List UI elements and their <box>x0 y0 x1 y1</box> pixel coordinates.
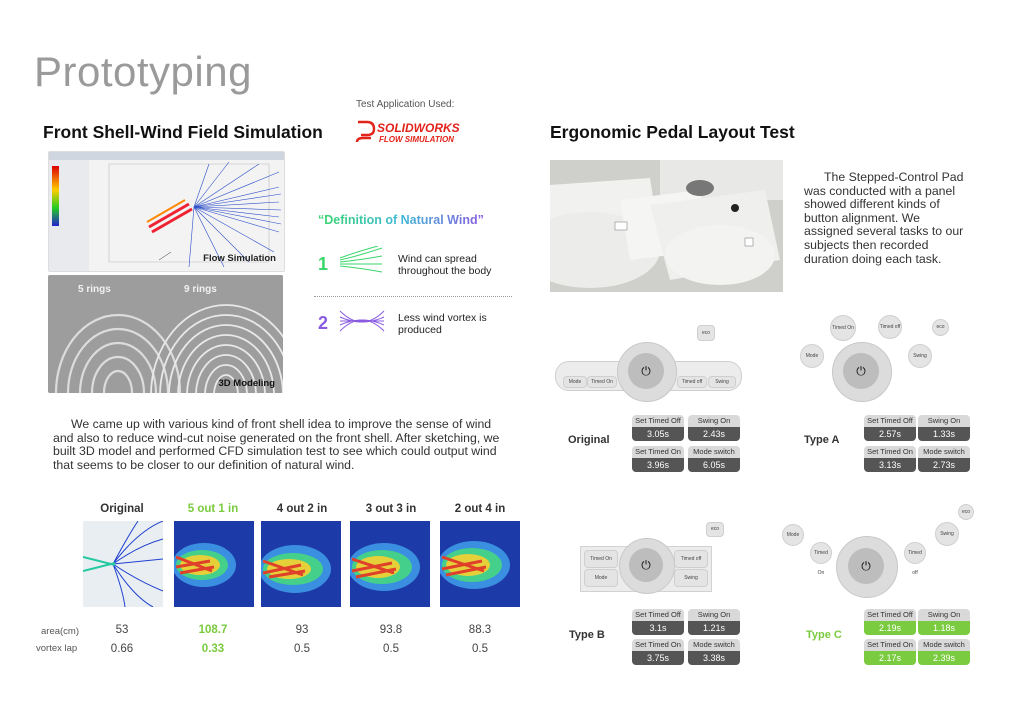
model-caption: 3D Modeling <box>218 378 275 389</box>
flow-simulation-image: Flow Simulation <box>48 151 285 272</box>
sim-image-5out1in <box>174 521 254 607</box>
pad-b-swing-button[interactable]: Swing <box>674 569 708 587</box>
point2-number: 2 <box>318 313 329 333</box>
type-label-original: Original <box>568 434 610 446</box>
pad-a-timed-on-button[interactable]: Timed On <box>830 315 856 341</box>
vortex-value-4out2in: 0.5 <box>294 643 310 655</box>
type-label-b: Type B <box>569 629 605 641</box>
right-section-heading: Ergonomic Pedal Layout Test <box>550 122 795 142</box>
wind-spread-icon <box>339 246 383 273</box>
flow-simulation-graphic <box>49 152 284 271</box>
solidworks-logo: SOLIDWORKS FLOW SIMULATION <box>355 117 475 149</box>
pad-type-a: Timed On Timed off eco Mode Swing ⏻ <box>790 310 965 410</box>
power-icon[interactable]: ⏻ <box>848 548 884 584</box>
sim-image-2out4in <box>440 521 520 607</box>
point1-text: Wind can spread throughout the body <box>398 253 492 277</box>
pad-c-timed-off-button[interactable]: Timed off <box>904 542 926 576</box>
vortex-value-original: 0.66 <box>110 643 134 655</box>
pad-b-mode-button[interactable]: Mode <box>584 569 618 587</box>
area-value-3out3in: 93.8 <box>379 624 403 636</box>
pad-type-c: eco Swing Mode Timed On Timed off ⏻ <box>780 500 980 605</box>
left-section-heading: Front Shell-Wind Field Simulation <box>43 122 323 142</box>
type-label-a: Type A <box>804 434 840 446</box>
pad-a-mode-button[interactable]: Mode <box>800 344 824 368</box>
sim-image-4out2in <box>261 521 341 607</box>
pad-a-eco-button[interactable]: eco <box>932 319 949 336</box>
pad-a-timed-off-button[interactable]: Timed off <box>878 315 902 339</box>
definition-divider <box>314 296 512 297</box>
test-app-label: Test Application Used: <box>356 99 455 110</box>
vortex-value-5out1in: 0.33 <box>201 643 225 655</box>
flow-caption: Flow Simulation <box>203 253 276 264</box>
area-value-original: 53 <box>115 624 129 636</box>
sim-header-4out2in: 4 out 2 in <box>276 503 328 515</box>
point2-text: Less wind vortex is produced <box>398 312 487 336</box>
3d-shell-graphic <box>48 275 283 393</box>
vortex-icon <box>339 310 385 332</box>
pad-c-mode-button[interactable]: Mode <box>782 524 804 546</box>
pad-a-swing-button[interactable]: Swing <box>908 344 932 368</box>
pad-original: Mode Timed On Timed off Swing eco ⏻ <box>555 325 745 405</box>
rings-a-label: 5 rings <box>78 284 111 295</box>
definition-title: “Definition of Natural Wind” <box>318 213 484 227</box>
left-paragraph: We came up with various kind of front sh… <box>53 417 500 472</box>
sim-image-original <box>83 521 163 607</box>
pad-original-swing-button[interactable]: Swing <box>708 376 736 388</box>
pedal-prototype-photo <box>550 160 783 292</box>
point1-number: 1 <box>318 254 329 274</box>
power-icon[interactable]: ⏻ <box>629 548 663 582</box>
pad-b-timed-off-button[interactable]: Timed off <box>674 550 708 568</box>
area-value-5out1in: 108.7 <box>198 624 228 636</box>
area-value-4out2in: 93 <box>295 624 309 636</box>
power-icon[interactable]: ⏻ <box>628 353 664 389</box>
vortex-value-3out3in: 0.5 <box>383 643 399 655</box>
rings-b-label: 9 rings <box>184 284 217 295</box>
pad-original-eco-button[interactable]: eco <box>697 325 715 341</box>
pad-b-timed-on-button[interactable]: Timed On <box>584 550 618 568</box>
sim-header-3out3in: 3 out 3 in <box>365 503 417 515</box>
page-title: Prototyping <box>34 48 252 95</box>
vortex-value-2out4in: 0.5 <box>472 643 488 655</box>
pad-b-eco-button[interactable]: eco <box>706 522 724 537</box>
right-paragraph: The Stepped-Control Pad was conducted wi… <box>804 170 964 266</box>
sim-header-5out1in: 5 out 1 in <box>187 503 239 515</box>
logo-sub-text: FLOW SIMULATION <box>379 135 454 144</box>
pad-c-eco-button[interactable]: eco <box>958 504 974 520</box>
row-label-vortex: vortex lap <box>36 643 78 654</box>
pad-original-timed-on-button[interactable]: Timed On <box>587 376 617 388</box>
sim-header-2out4in: 2 out 4 in <box>454 503 506 515</box>
sim-image-3out3in <box>350 521 430 607</box>
ds-logo-icon <box>355 120 376 143</box>
logo-main-text: SOLIDWORKS <box>377 121 460 135</box>
3d-modeling-image: 5 rings 9 rings 3D Modeling <box>48 275 283 393</box>
type-label-c: Type C <box>806 629 842 641</box>
row-label-area: area(cm) <box>41 626 80 637</box>
pad-original-mode-button[interactable]: Mode <box>563 376 587 388</box>
power-icon[interactable]: ⏻ <box>843 353 879 389</box>
sim-header-original: Original <box>100 503 144 515</box>
area-value-2out4in: 88.3 <box>468 624 492 636</box>
pad-original-timed-off-button[interactable]: Timed off <box>677 376 707 388</box>
pad-type-b: eco Timed On Mode Timed off Swing ⏻ <box>560 520 730 605</box>
pad-c-swing-button[interactable]: Swing <box>935 522 959 546</box>
pad-c-timed-on-button[interactable]: Timed On <box>810 542 832 576</box>
